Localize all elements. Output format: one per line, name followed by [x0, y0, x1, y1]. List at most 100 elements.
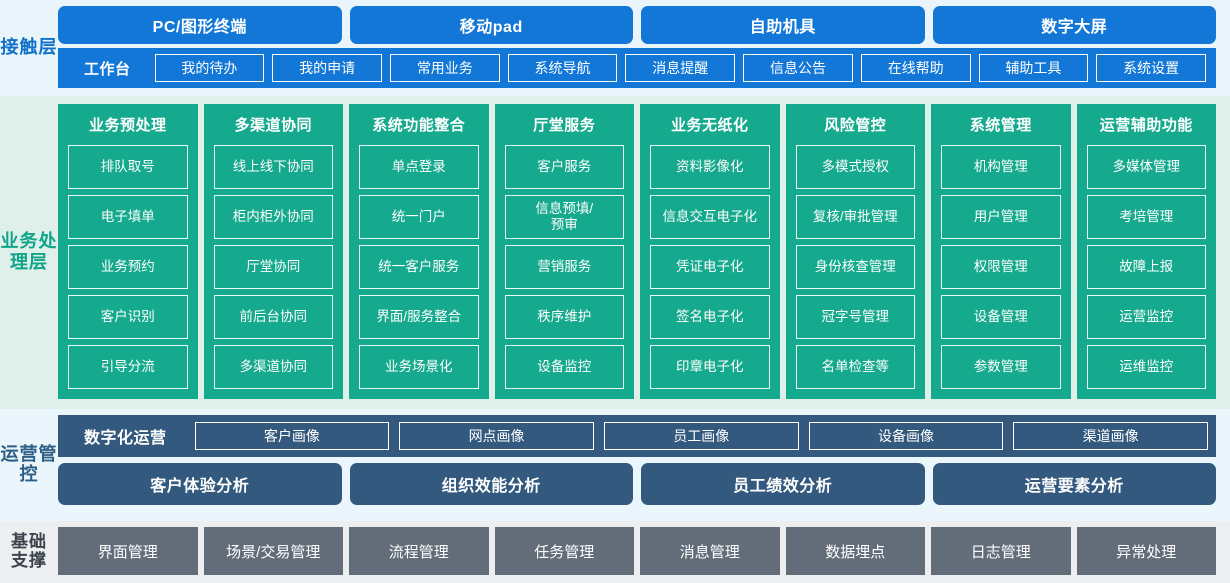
business-item-7-3[interactable]: 运营监控: [1086, 295, 1206, 339]
business-item-3-4[interactable]: 设备监控: [504, 345, 624, 389]
business-item-6-1[interactable]: 用户管理: [941, 195, 1061, 239]
business-item-4-0[interactable]: 资料影像化: [650, 145, 770, 189]
analysis-card-1[interactable]: 组织效能分析: [349, 463, 633, 505]
business-layer-label-text: 业务处理层: [0, 231, 58, 272]
business-column-2: 系统功能整合单点登录统一门户统一客户服务界面/服务整合业务场景化: [349, 104, 489, 399]
business-item-5-3[interactable]: 冠字号管理: [795, 295, 915, 339]
business-item-2-1[interactable]: 统一门户: [359, 195, 479, 239]
workbench-items: 我的待办我的申请常用业务系统导航消息提醒信息公告在线帮助辅助工具系统设置: [154, 54, 1206, 82]
foundation-layer-band: 基础 支撑 界面管理场景/交易管理流程管理任务管理消息管理数据埋点日志管理异常处…: [0, 521, 1230, 583]
business-item-4-2[interactable]: 凭证电子化: [650, 245, 770, 289]
business-item-7-1[interactable]: 考培管理: [1086, 195, 1206, 239]
workbench-item-7[interactable]: 辅助工具: [978, 54, 1089, 82]
business-item-3-0[interactable]: 客户服务: [504, 145, 624, 189]
business-item-6-4[interactable]: 参数管理: [941, 345, 1061, 389]
business-item-4-1[interactable]: 信息交互电子化: [650, 195, 770, 239]
business-item-6-0[interactable]: 机构管理: [941, 145, 1061, 189]
operations-layer-content: 数字化运营 客户画像网点画像员工画像设备画像渠道画像 客户体验分析组织效能分析员…: [58, 415, 1230, 513]
workbench-item-2[interactable]: 常用业务: [389, 54, 500, 82]
business-item-4-4[interactable]: 印章电子化: [650, 345, 770, 389]
foundation-item-4[interactable]: 消息管理: [640, 527, 780, 575]
foundation-item-7[interactable]: 异常处理: [1076, 527, 1216, 575]
business-item-3-2[interactable]: 营销服务: [504, 245, 624, 289]
business-item-1-0[interactable]: 线上线下协同: [213, 145, 333, 189]
business-column-title-3: 厅堂服务: [533, 117, 596, 134]
portrait-chip-3[interactable]: 设备画像: [808, 422, 1004, 450]
business-item-2-4[interactable]: 业务场景化: [359, 345, 479, 389]
business-item-7-4[interactable]: 运维监控: [1086, 345, 1206, 389]
business-item-0-0[interactable]: 排队取号: [68, 145, 188, 189]
business-item-0-4[interactable]: 引导分流: [68, 345, 188, 389]
business-item-0-3[interactable]: 客户识别: [68, 295, 188, 339]
business-item-7-0[interactable]: 多媒体管理: [1086, 145, 1206, 189]
business-column-0: 业务预处理排队取号电子填单业务预约客户识别引导分流: [58, 104, 198, 399]
analysis-card-2[interactable]: 员工绩效分析: [641, 463, 925, 505]
foundation-item-5[interactable]: 数据埋点: [785, 527, 925, 575]
business-item-7-2[interactable]: 故障上报: [1086, 245, 1206, 289]
business-item-5-4[interactable]: 名单检查等: [795, 345, 915, 389]
workbench-item-1[interactable]: 我的申请: [272, 54, 382, 82]
business-item-0-1[interactable]: 电子填单: [68, 195, 188, 239]
analysis-card-0[interactable]: 客户体验分析: [58, 463, 342, 505]
foundation-layer-content: 界面管理场景/交易管理流程管理任务管理消息管理数据埋点日志管理异常处理: [58, 527, 1230, 575]
business-item-2-2[interactable]: 统一客户服务: [359, 245, 479, 289]
business-column-5: 风险管控多模式授权复核/审批管理身份核查管理冠字号管理名单检查等: [785, 104, 925, 399]
business-column-title-7: 运营辅助功能: [1099, 117, 1193, 134]
business-column-title-5: 风险管控: [824, 117, 887, 134]
analysis-card-3[interactable]: 运营要素分析: [932, 463, 1216, 505]
business-item-6-3[interactable]: 设备管理: [941, 295, 1061, 339]
workbench-item-3[interactable]: 系统导航: [507, 54, 618, 82]
business-item-2-0[interactable]: 单点登录: [359, 145, 479, 189]
workbench-title: 工作台: [84, 60, 131, 78]
workbench-item-5[interactable]: 信息公告: [743, 54, 853, 82]
workbench-item-0[interactable]: 我的待办: [154, 54, 265, 82]
business-item-1-2[interactable]: 厅堂协同: [213, 245, 333, 289]
foundation-item-6[interactable]: 日志管理: [931, 527, 1071, 575]
business-item-6-2[interactable]: 权限管理: [941, 245, 1061, 289]
business-item-5-2[interactable]: 身份核查管理: [795, 245, 915, 289]
business-column-6: 系统管理机构管理用户管理权限管理设备管理参数管理: [931, 104, 1071, 399]
portrait-chip-1[interactable]: 网点画像: [399, 422, 594, 450]
business-item-2-3[interactable]: 界面/服务整合: [359, 295, 479, 339]
business-item-5-1[interactable]: 复核/审批管理: [795, 195, 915, 239]
workbench-item-6[interactable]: 在线帮助: [860, 54, 971, 82]
channel-tab-0[interactable]: PC/图形终端: [58, 6, 342, 44]
foundation-item-2[interactable]: 流程管理: [349, 527, 489, 575]
channel-tab-2[interactable]: 自助机具: [641, 6, 925, 44]
business-item-5-0[interactable]: 多模式授权: [795, 145, 915, 189]
business-item-3-1[interactable]: 信息预填/预审: [504, 195, 624, 239]
portrait-chip-0[interactable]: 客户画像: [194, 422, 390, 450]
business-item-4-3[interactable]: 签名电子化: [650, 295, 770, 339]
channel-tab-3[interactable]: 数字大屏: [932, 6, 1216, 44]
digital-operations-title: 数字化运营: [84, 430, 167, 447]
foundation-items: 界面管理场景/交易管理流程管理任务管理消息管理数据埋点日志管理异常处理: [58, 527, 1216, 575]
channel-tab-1[interactable]: 移动pad: [349, 6, 633, 44]
operations-layer-band: 运营管控 数字化运营 客户画像网点画像员工画像设备画像渠道画像 客户体验分析组织…: [0, 409, 1230, 521]
business-column-7: 运营辅助功能多媒体管理考培管理故障上报运营监控运维监控: [1076, 104, 1216, 399]
foundation-item-1[interactable]: 场景/交易管理: [203, 527, 343, 575]
business-item-1-4[interactable]: 多渠道协同: [213, 345, 333, 389]
workbench-item-4[interactable]: 消息提醒: [625, 54, 736, 82]
workbench-toolbar: 工作台 我的待办我的申请常用业务系统导航消息提醒信息公告在线帮助辅助工具系统设置: [58, 48, 1216, 88]
workbench-item-8[interactable]: 系统设置: [1096, 54, 1206, 82]
portrait-chip-4[interactable]: 渠道画像: [1013, 422, 1209, 450]
business-item-0-2[interactable]: 业务预约: [68, 245, 188, 289]
business-item-3-3[interactable]: 秩序维护: [504, 295, 624, 339]
business-item-1-3[interactable]: 前后台协同: [213, 295, 333, 339]
operations-layer-label: 运营管控: [0, 415, 58, 513]
business-column-3: 厅堂服务客户服务信息预填/预审营销服务秩序维护设备监控: [494, 104, 634, 399]
foundation-item-0[interactable]: 界面管理: [58, 527, 198, 575]
portrait-chip-2[interactable]: 员工画像: [603, 422, 799, 450]
digital-operations-row: 数字化运营 客户画像网点画像员工画像设备画像渠道画像: [58, 415, 1216, 457]
business-column-4: 业务无纸化资料影像化信息交互电子化凭证电子化签名电子化印章电子化: [640, 104, 780, 399]
analysis-row: 客户体验分析组织效能分析员工绩效分析运营要素分析: [58, 463, 1216, 505]
business-column-title-4: 业务无纸化: [670, 117, 749, 134]
contact-layer-label: 接触层: [0, 6, 58, 88]
business-item-1-1[interactable]: 柜内柜外协同: [213, 195, 333, 239]
business-layer-label: 业务处理层: [0, 104, 58, 399]
foundation-item-3[interactable]: 任务管理: [494, 527, 634, 575]
business-column-title-6: 系统管理: [969, 117, 1032, 134]
